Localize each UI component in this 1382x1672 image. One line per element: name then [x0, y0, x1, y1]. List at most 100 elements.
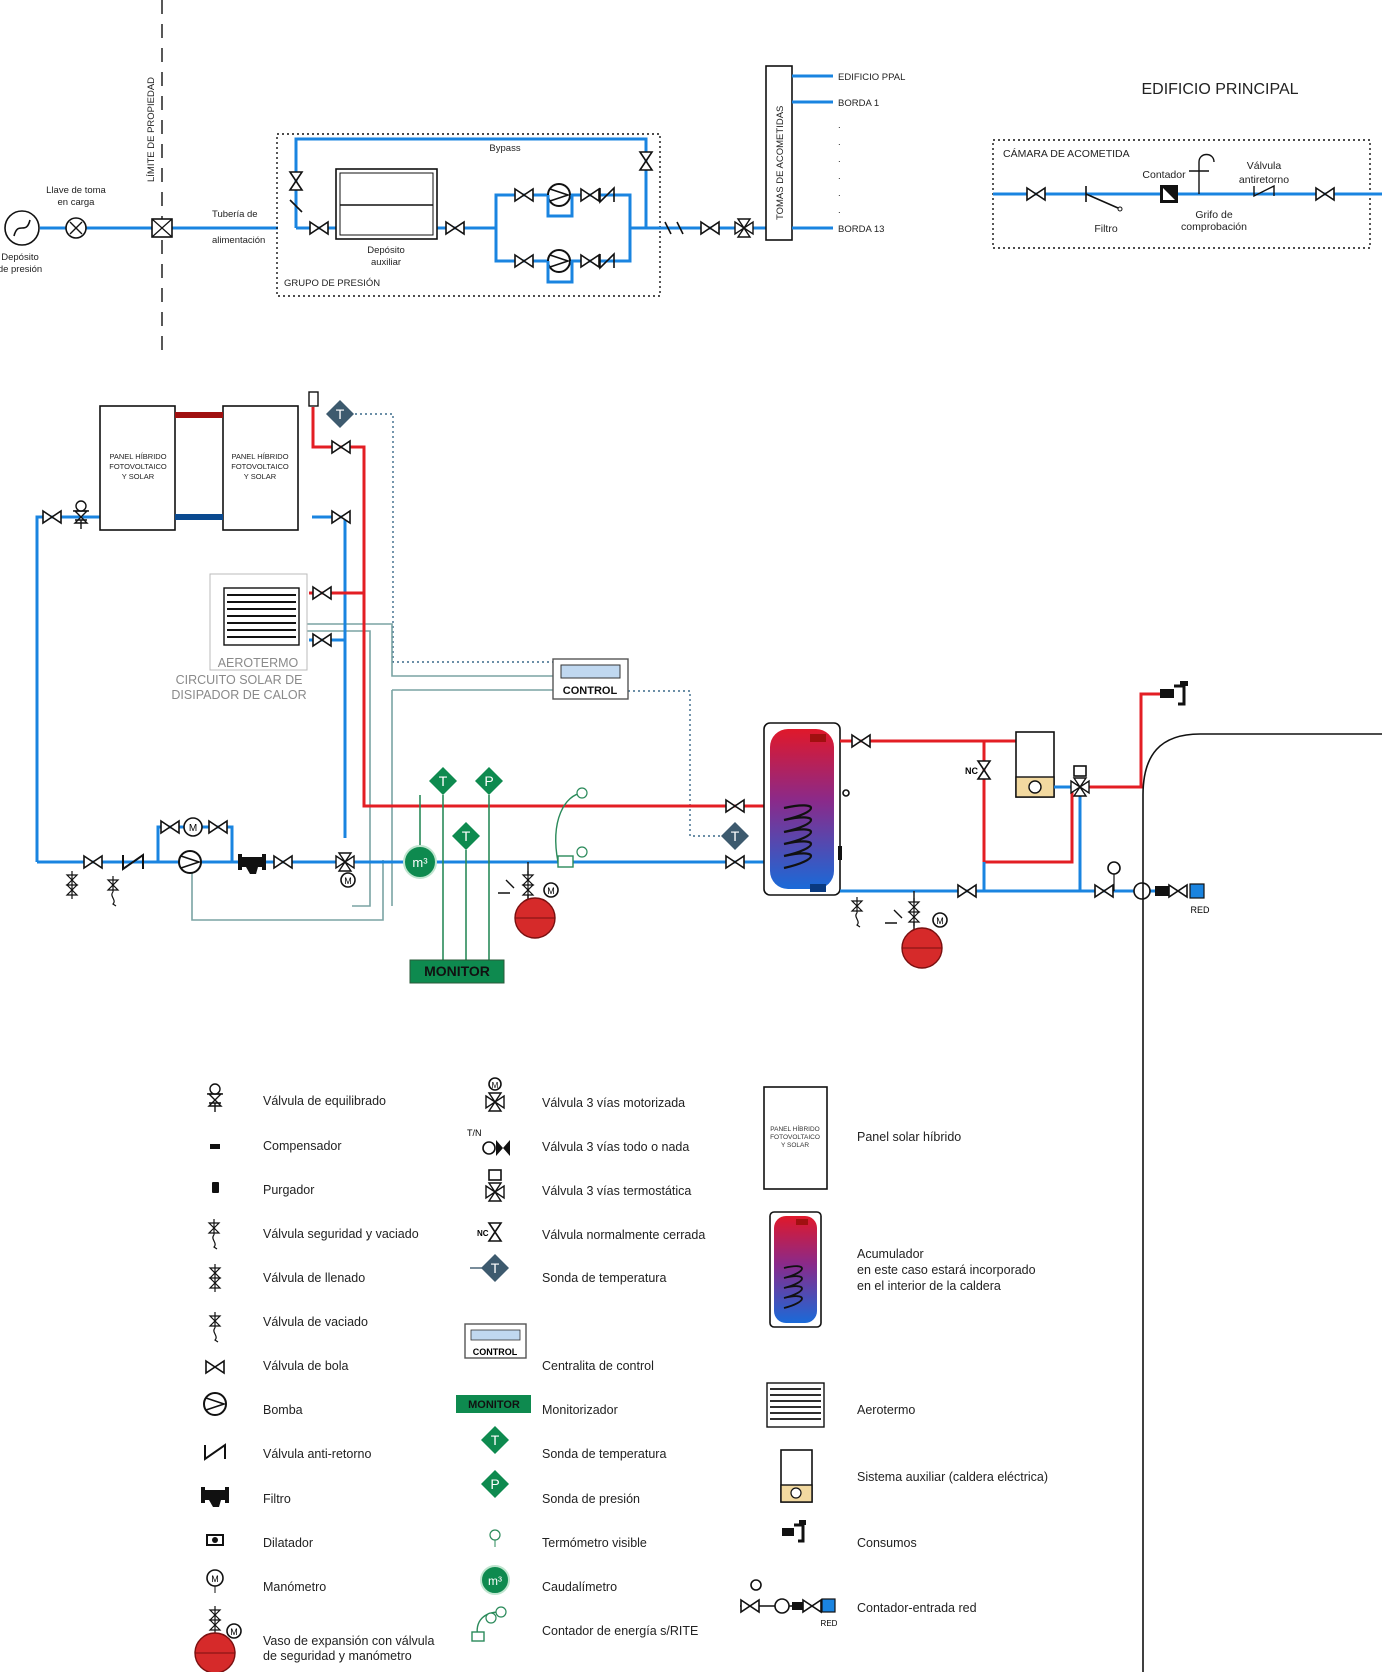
air-vent-icon	[308, 391, 319, 407]
outlet-0: EDIFICIO PPAL	[838, 72, 905, 83]
legend1-1: Compensador	[263, 1139, 342, 1153]
svg-text:M: M	[230, 1627, 238, 1637]
nc-label: NC	[965, 766, 978, 776]
thermostatic-3way-valve-icon	[485, 1169, 505, 1202]
manometer-icon: M	[206, 1569, 224, 1593]
legend2-3: Válvula normalmente cerrada	[542, 1228, 705, 1242]
flowmeter-legend-label: m³	[488, 1574, 502, 1588]
panel2-line2: FOTOVOLTAICO	[231, 462, 289, 471]
svg-text:M: M	[344, 876, 352, 886]
hybrid-panel-2	[222, 405, 299, 531]
safety-drain-valve-icon	[208, 1218, 220, 1250]
green-pressure-probe	[475, 767, 503, 795]
chamber-testtap-2: comprobación	[1181, 221, 1247, 233]
green-temp-probe-2	[452, 822, 480, 850]
deposit-label-1: Depósito	[1, 252, 39, 263]
legend2-1: Válvula 3 vías todo o nada	[542, 1140, 689, 1154]
check-valve-icon	[204, 1444, 226, 1460]
aux-tank-label-1: Depósito	[367, 245, 405, 256]
aerotermo-legend-icon	[766, 1382, 825, 1428]
dissipator-label-2: DISIPADOR DE CALOR	[171, 688, 306, 702]
purger-icon	[212, 1182, 219, 1193]
meter-pump-icon	[183, 817, 203, 837]
monitor-label: MONITOR	[424, 963, 490, 979]
chamber-title: CÁMARA DE ACOMETIDA	[1003, 147, 1130, 160]
legend2-11: Contador de energía s/RITE	[542, 1624, 698, 1638]
chamber-filter: Filtro	[1094, 223, 1117, 235]
legend2-0: Válvula 3 vías motorizada	[542, 1096, 685, 1110]
pressure-group-box	[276, 133, 661, 297]
svg-text:M: M	[492, 1081, 499, 1090]
legend-panel-line3: Y SOLAR	[781, 1142, 809, 1149]
aux-boiler-legend-icon	[780, 1449, 813, 1503]
legend: M M Válvula de equilibrado Compensador P…	[194, 1077, 1048, 1672]
legend1-7: Bomba	[263, 1403, 303, 1417]
building-title: EDIFICIO PRINCIPAL	[1141, 81, 1298, 98]
accumulator-legend-icon	[769, 1211, 822, 1328]
aerotermo-label: AEROTERMO	[218, 656, 299, 670]
legend1-11: Manómetro	[263, 1580, 326, 1594]
legend2-2: Válvula 3 vías termostática	[542, 1184, 691, 1198]
panel1-line1: PANEL HÍBRIDO	[109, 452, 166, 461]
legend1-9: Filtro	[263, 1492, 291, 1506]
green-temp-probe-1	[429, 767, 457, 795]
pump-icon	[203, 1392, 227, 1416]
legend3-4: Aerotermo	[857, 1403, 915, 1417]
deposit-label-2: de presión	[0, 264, 42, 275]
svg-text:.: .	[838, 205, 841, 216]
panel1-line3: Y SOLAR	[122, 472, 155, 481]
legend3-3: en el interior de la caldera	[857, 1279, 1001, 1293]
supply-section: LÍMITE DE PROPIEDAD Depósito de presión …	[0, 0, 1382, 360]
filter-icon	[201, 1487, 229, 1507]
drain-valve-icon	[209, 1311, 221, 1343]
control-unit-legend-icon: CONTROL	[464, 1323, 527, 1359]
expansion-vessel-1	[514, 897, 556, 939]
legend1-3: Válvula seguridad y vaciado	[263, 1227, 419, 1241]
red-label: RED	[1190, 905, 1210, 915]
ball-valve-icon	[205, 1360, 225, 1374]
legend2-8: Sonda de presión	[542, 1492, 640, 1506]
consumption-legend-icon	[782, 1520, 806, 1543]
nc-legend-label: NC	[477, 1229, 489, 1238]
legend2-4: Sonda de temperatura	[542, 1271, 666, 1285]
temp-probe-legend-icon	[470, 1254, 509, 1282]
consumption-tap-icon	[1160, 681, 1188, 706]
onoff-3way-valve-icon: T/N	[467, 1128, 510, 1156]
legend2-6: Monitorizador	[542, 1403, 618, 1417]
pressure-group-label: GRUPO DE PRESIÓN	[284, 278, 380, 289]
legend3-7: Contador-entrada red	[857, 1601, 977, 1615]
legend-panel-line2: FOTOVOLTAICO	[770, 1134, 820, 1141]
tank-temp-probe	[721, 822, 749, 850]
outlet-1: BORDA 1	[838, 98, 879, 109]
svg-text:.: .	[838, 154, 841, 165]
svg-text:.: .	[838, 188, 841, 199]
green-pressure-legend-icon	[481, 1470, 509, 1498]
control-legend-label: CONTROL	[473, 1347, 518, 1357]
pipe-label-1: Tubería de	[212, 209, 258, 220]
legend1-4: Válvula de llenado	[263, 1271, 365, 1285]
legend3-2: en este caso estará incorporado	[857, 1263, 1036, 1277]
aux-tank	[335, 168, 438, 240]
property-limit-label: LÍMITE DE PROPIEDAD	[146, 77, 157, 182]
compensator-icon	[210, 1144, 220, 1149]
solar-system: PANEL HÍBRIDO FOTOVOLTAICO Y SOLAR PANEL…	[35, 391, 1382, 1672]
svg-text:.: .	[838, 171, 841, 182]
svg-text:M: M	[189, 823, 197, 834]
legend-panel-line1: PANEL HÍBRIDO	[770, 1124, 819, 1133]
legend1-0: Válvula de equilibrado	[263, 1094, 386, 1108]
bypass-label: Bypass	[489, 143, 520, 154]
svg-text:M: M	[547, 886, 555, 896]
monitor-legend-label: MONITOR	[468, 1399, 520, 1411]
legend1-5: Válvula de vaciado	[263, 1315, 368, 1329]
network-meter-legend-icon: RED	[740, 1579, 838, 1628]
legend2-7: Sonda de temperatura	[542, 1447, 666, 1461]
energy-meter-icon	[557, 855, 574, 868]
flowmeter-legend-icon: m³	[480, 1565, 510, 1595]
fill-valve-icon	[209, 1263, 221, 1293]
panel2-line3: Y SOLAR	[244, 472, 277, 481]
tap-label-1: Llave de toma	[46, 185, 106, 196]
svg-text:.: .	[838, 120, 841, 131]
legend1-13: de seguridad y manómetro	[263, 1649, 412, 1663]
control-label: CONTROL	[563, 685, 618, 697]
